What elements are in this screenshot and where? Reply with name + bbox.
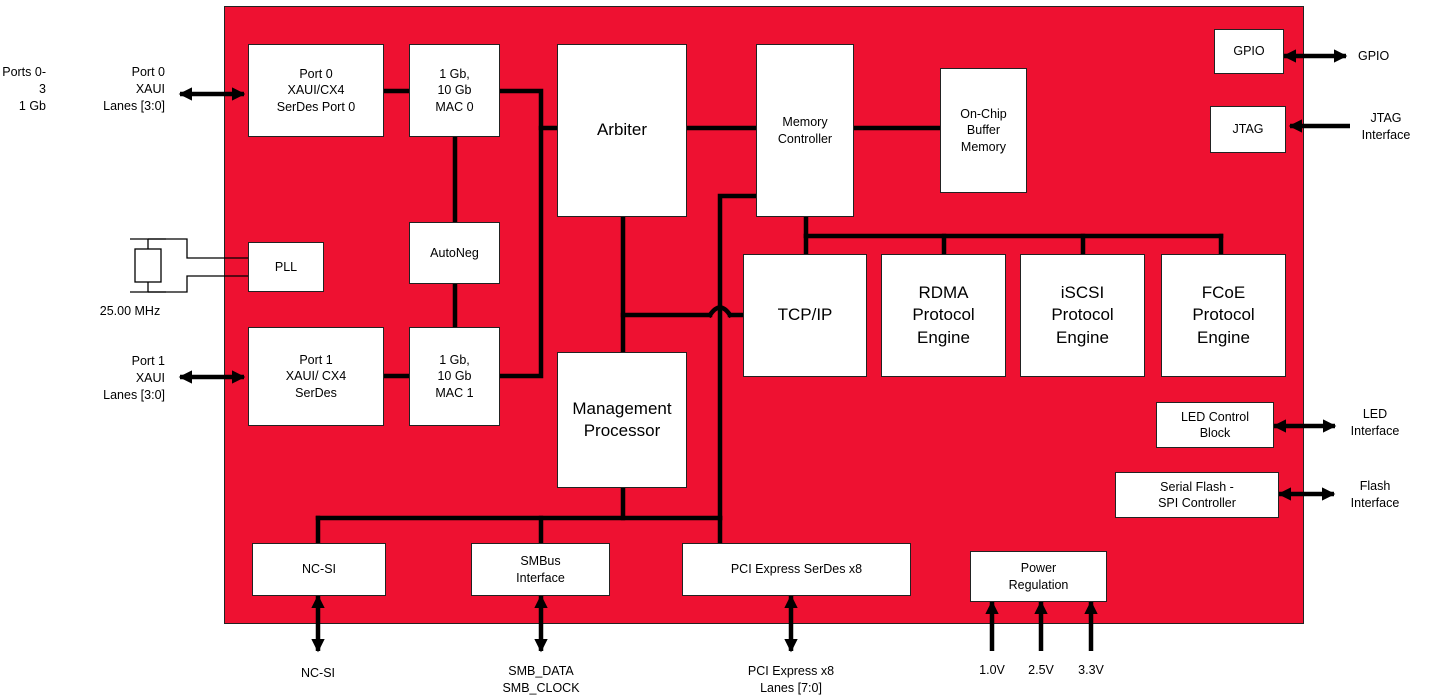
mac0-block: 1 Gb, 10 Gb MAC 0 <box>409 44 500 137</box>
gpio-io-label: GPIO <box>1358 49 1390 63</box>
port1-serdes-block: Port 1 XAUI/ CX4 SerDes <box>248 327 384 426</box>
jtag-block: JTAG <box>1210 106 1286 153</box>
rdma-engine-block: RDMA Protocol Engine <box>881 254 1006 377</box>
pll-block: PLL <box>248 242 324 292</box>
voltage-1v0-label: 1.0V <box>979 663 1005 677</box>
smbus-io-label: SMB_DATA SMB_CLOCK <box>502 664 580 695</box>
fcoe-engine-block: FCoE Protocol Engine <box>1161 254 1286 377</box>
arbiter-block: Arbiter <box>557 44 687 217</box>
mac1-block: 1 Gb, 10 Gb MAC 1 <box>409 327 500 426</box>
tcpip-block: TCP/IP <box>743 254 867 377</box>
ncsi-block: NC-SI <box>252 543 386 596</box>
power-regulation-block: Power Regulation <box>970 551 1107 602</box>
management-processor-block: Management Processor <box>557 352 687 488</box>
crystal-frequency-label: 25.00 MHz <box>99 304 161 318</box>
serial-flash-spi-block: Serial Flash - SPI Controller <box>1115 472 1279 518</box>
on-chip-buffer-memory-block: On-Chip Buffer Memory <box>940 68 1027 193</box>
voltage-3v3-label: 3.3V <box>1078 663 1104 677</box>
smbus-interface-block: SMBus Interface <box>471 543 610 596</box>
iscsi-engine-block: iSCSI Protocol Engine <box>1020 254 1145 377</box>
led-interface-label: LED Interface <box>1350 407 1400 438</box>
port1-xaui-label: Port 1 XAUI Lanes [3:0] <box>103 354 165 402</box>
port0-xaui-label: Port 0 XAUI Lanes [3:0] <box>103 65 165 113</box>
jtag-interface-label: JTAG Interface <box>1361 111 1411 142</box>
ports-note-label: Ports 0-3 1 Gb <box>2 65 46 113</box>
pcie-lanes-label: PCI Express x8 Lanes [7:0] <box>747 664 835 695</box>
autoneg-block: AutoNeg <box>409 222 500 284</box>
pci-express-serdes-block: PCI Express SerDes x8 <box>682 543 911 596</box>
memory-controller-block: Memory Controller <box>756 44 854 217</box>
flash-interface-label: Flash Interface <box>1350 479 1400 510</box>
voltage-2v5-label: 2.5V <box>1028 663 1054 677</box>
gpio-block: GPIO <box>1214 29 1284 74</box>
port0-serdes-block: Port 0 XAUI/CX4 SerDes Port 0 <box>248 44 384 137</box>
ncsi-io-label: NC-SI <box>300 666 336 680</box>
led-control-block: LED Control Block <box>1156 402 1274 448</box>
